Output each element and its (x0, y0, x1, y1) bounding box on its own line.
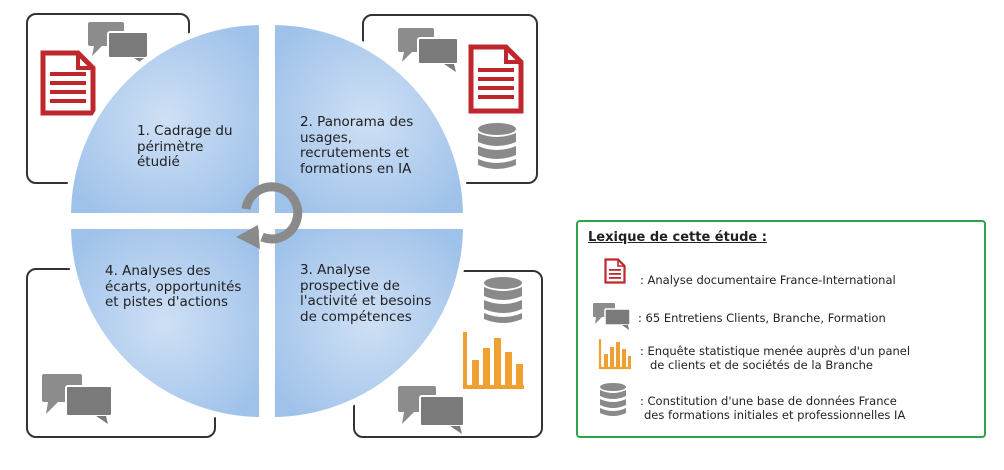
legend-item-database: : Constitution d'une base de données Fra… (640, 394, 906, 422)
legend-title: Lexique de cette étude : (588, 230, 767, 245)
chat-bubbles-icon (398, 28, 459, 72)
legend-box: Lexique de cette étude : : Analyse docum… (576, 220, 986, 438)
bar-chart-icon (463, 332, 524, 389)
document-icon (40, 50, 96, 116)
quadrant-2-shape (269, 18, 470, 219)
process-circle (64, 18, 470, 424)
chat-bubbles-icon (593, 303, 631, 330)
quadrant-1-label: 1. Cadrage du périmètre étudié (137, 123, 233, 170)
database-icon (478, 123, 516, 169)
quadrant-3-label: 3. Analyse prospective de l'activité et … (300, 262, 432, 325)
database-icon (600, 383, 626, 416)
chat-bubbles-icon (42, 374, 113, 424)
legend-item-survey: : Enquête statistique menée auprès d'un … (640, 344, 911, 372)
chat-bubbles-icon (398, 386, 465, 434)
quadrant-2-label: 2. Panorama des usages, recrutements et … (300, 114, 414, 177)
cycle-arrow-icon (236, 182, 303, 249)
bar-chart-icon (598, 339, 631, 370)
legend-item-documentary: : Analyse documentaire France-Internatio… (640, 273, 896, 287)
database-icon (484, 277, 522, 323)
legend-item-interviews: : 65 Entretiens Clients, Branche, Format… (638, 311, 886, 325)
quadrant-3-shape (269, 223, 470, 424)
quadrant-4-shape (64, 223, 265, 424)
document-icon (604, 258, 626, 284)
quadrant-4-label: 4. Analyses des écarts, opportunités et … (105, 263, 242, 310)
document-icon (468, 44, 524, 114)
quadrant-1-shape (64, 18, 265, 219)
